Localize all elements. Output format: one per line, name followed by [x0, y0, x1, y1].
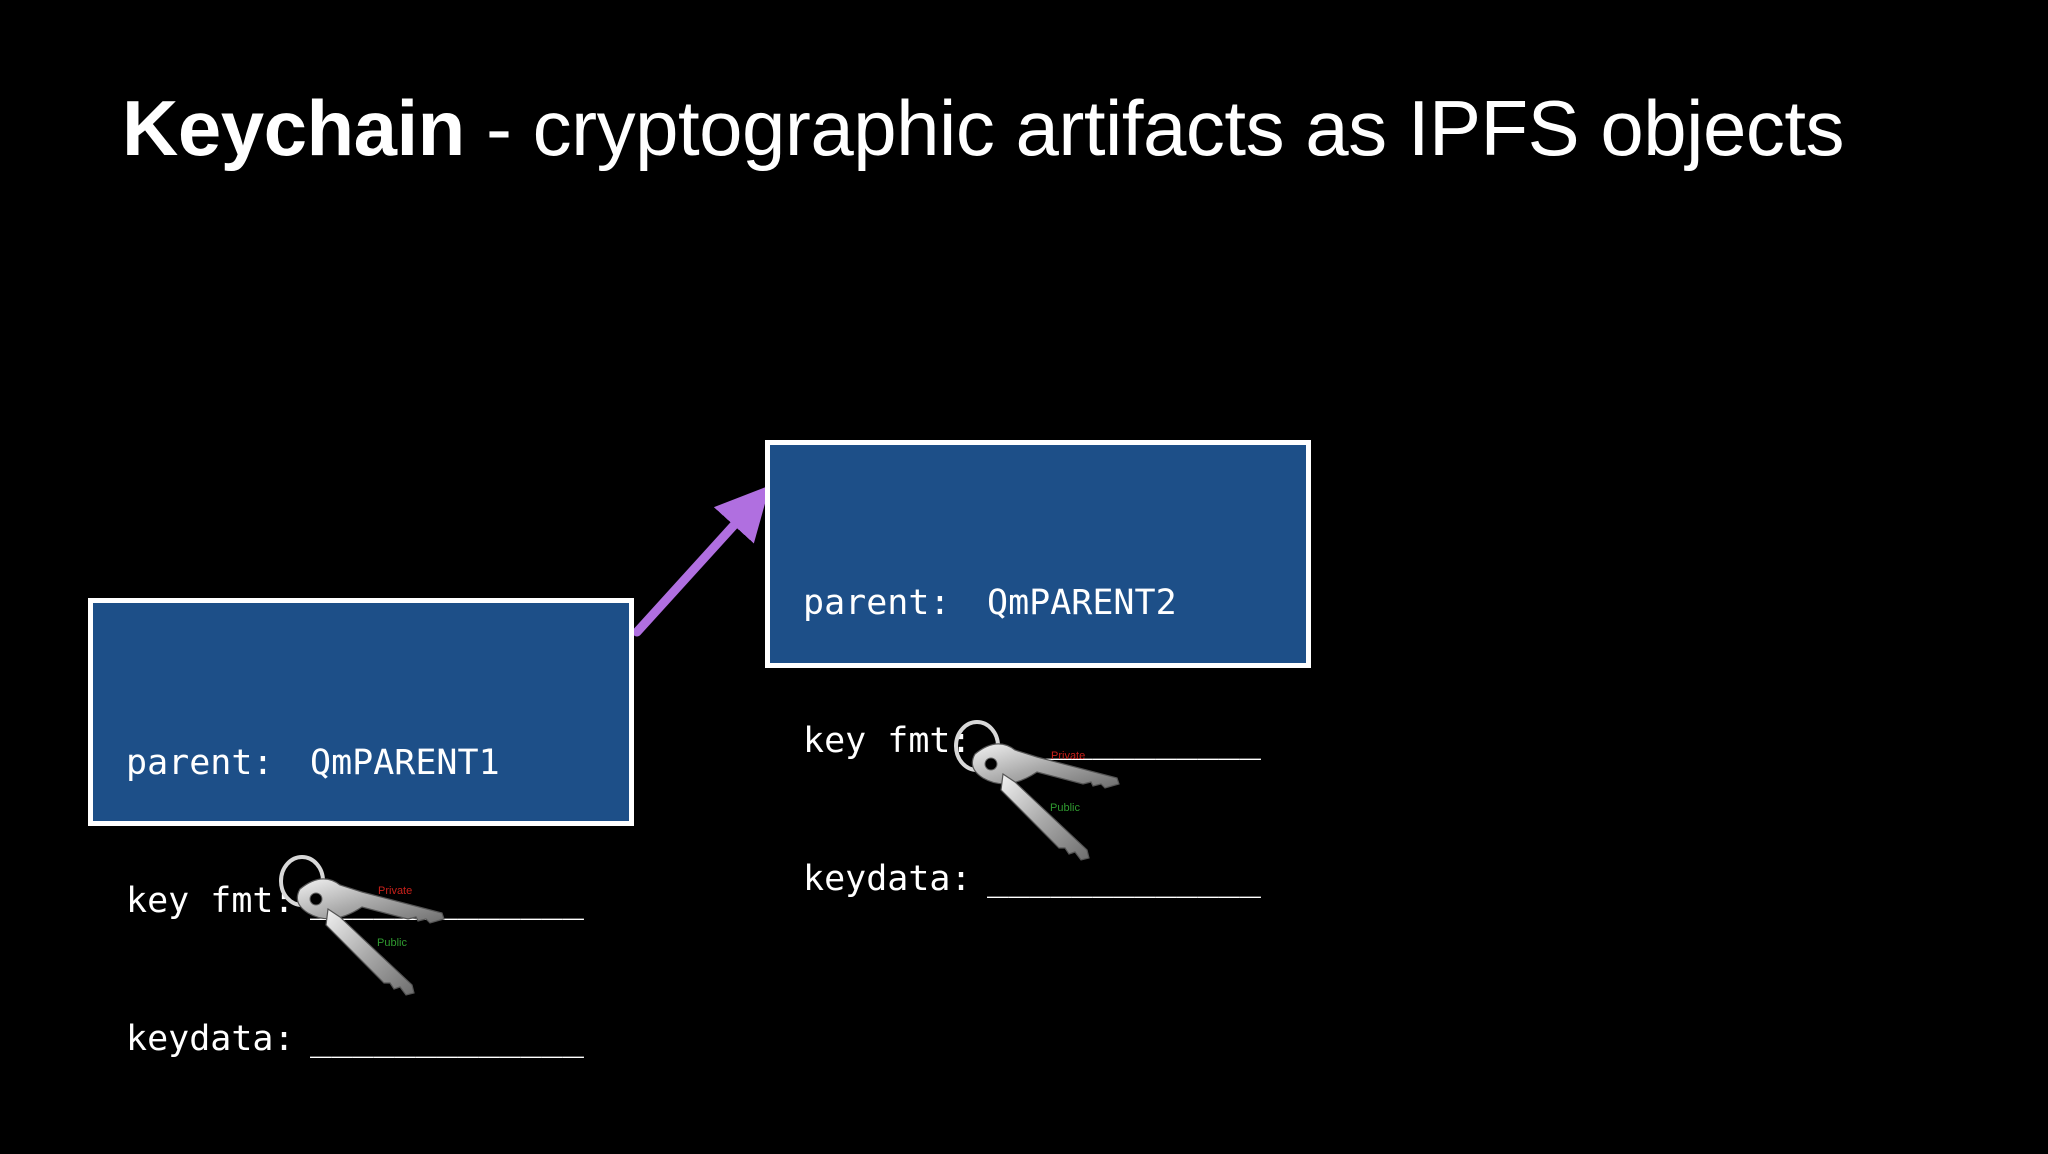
public-key-shape	[325, 907, 415, 996]
keydata-label: keydata:	[126, 1019, 295, 1059]
key-pair-icon: Private Public	[954, 720, 1120, 861]
key-fmt-field: key fmt:_____________	[803, 718, 1261, 764]
key-fmt-value: _____________	[987, 721, 1261, 761]
keychain-node-2: parent: QmPARENT2 key fmt:_____________ k…	[765, 440, 1311, 899]
parent-value: QmPARENT2	[987, 583, 1177, 623]
keydata-field: keydata: _____________	[126, 1016, 584, 1062]
keychain-node-1: parent:QmPARENT1 key fmt:_____________ k…	[88, 598, 634, 1059]
title-rest: - cryptographic artifacts as IPFS object…	[464, 84, 1845, 172]
keydata-value: _____________	[310, 1019, 584, 1059]
private-key-label: Private	[378, 885, 412, 897]
keydata-label: keydata:	[803, 859, 972, 899]
parent-value: QmPARENT1	[310, 743, 500, 783]
title-bold: Keychain	[122, 84, 465, 172]
parent-field: parent: QmPARENT1	[126, 740, 584, 786]
keydata-value: _____________	[987, 859, 1261, 899]
public-key-label: Public	[1050, 802, 1080, 814]
parent-label: parent:	[803, 583, 951, 623]
public-key-shape	[1000, 772, 1090, 861]
parent-label: parent:	[126, 743, 274, 783]
slide-title: Keychain - cryptographic artifacts as IP…	[122, 78, 1845, 178]
arrow-line	[632, 485, 771, 637]
parent-field: parent: QmPARENT2	[803, 580, 1261, 626]
public-key-label: Public	[377, 937, 407, 949]
node-fields: parent: QmPARENT2 key fmt:_____________ k…	[803, 488, 1261, 994]
private-key-shape	[296, 878, 445, 924]
private-key-label: Private	[1051, 750, 1085, 762]
key-pair-icon: Private Public	[279, 855, 445, 996]
node-fields: parent:QmPARENT1 key fmt:_____________ k…	[126, 648, 584, 1154]
keydata-field: keydata: _____________	[803, 856, 1261, 902]
private-key-shape	[971, 743, 1120, 789]
